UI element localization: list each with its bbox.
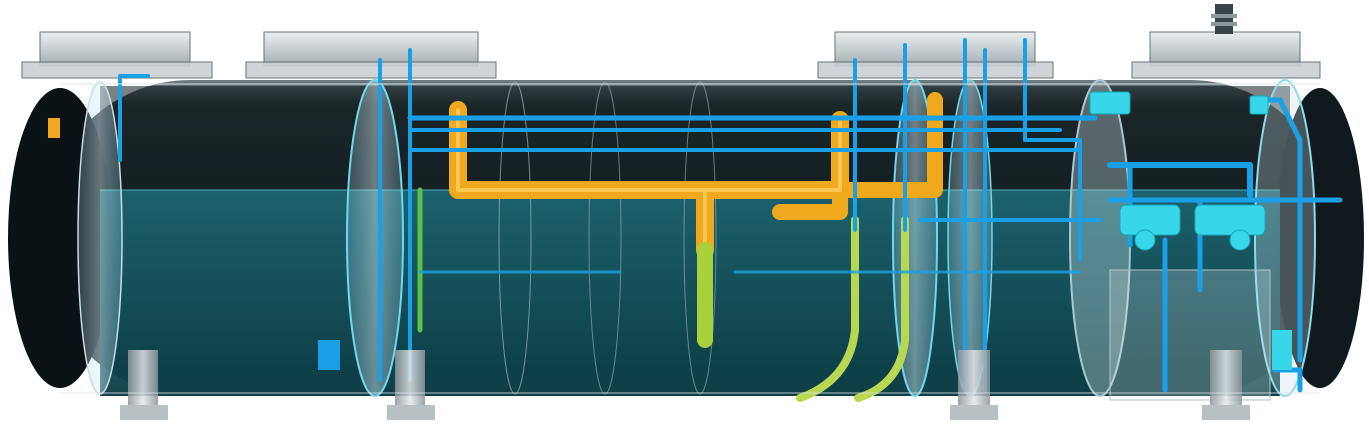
pump: [318, 340, 340, 370]
inspection-box-2: [245, 31, 497, 79]
level-float: [48, 118, 60, 138]
blower-box: [1089, 91, 1131, 115]
outlet-pump: [1272, 330, 1292, 370]
valve-2: [1229, 229, 1251, 251]
green-pipe-network: [417, 187, 909, 402]
inspection-box-1: [21, 31, 213, 79]
inspection-box-3: [817, 31, 1054, 79]
valve-1: [1134, 229, 1156, 251]
support-feet: [120, 350, 1250, 420]
cyan-equipment: [1089, 91, 1269, 251]
filter-unit-1: [1119, 204, 1181, 236]
vent-stack: [1215, 4, 1233, 34]
blue-pipe-network: [118, 38, 1343, 393]
filter-unit-2: [1194, 204, 1266, 236]
sensor-box: [1249, 95, 1269, 115]
inspection-box-4: [1131, 4, 1321, 79]
